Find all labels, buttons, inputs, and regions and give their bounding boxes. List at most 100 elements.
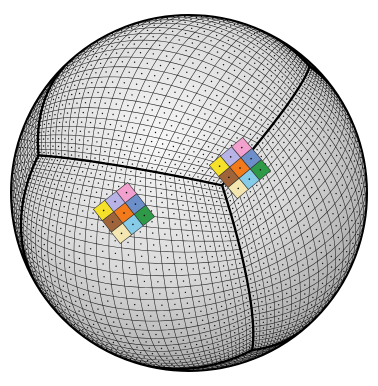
cell-center-dot <box>206 192 207 193</box>
cell-center-dot <box>341 120 342 121</box>
cell-center-dot <box>244 251 245 252</box>
cell-center-dot <box>38 230 39 231</box>
cell-center-dot <box>307 236 308 237</box>
cell-center-dot <box>182 128 183 129</box>
cell-center-dot <box>190 359 191 360</box>
cell-center-dot <box>158 361 159 362</box>
cell-center-dot <box>227 100 228 101</box>
cell-center-dot <box>336 107 337 108</box>
cell-center-dot <box>34 109 35 110</box>
cell-center-dot <box>211 81 212 82</box>
cell-center-dot <box>227 285 228 286</box>
cell-center-dot <box>293 333 294 334</box>
cell-center-dot <box>264 100 265 101</box>
cell-center-dot <box>68 187 69 188</box>
cell-center-dot <box>66 196 67 197</box>
cell-center-dot <box>192 330 193 331</box>
cell-center-dot <box>13 206 14 207</box>
cell-center-dot <box>141 73 142 74</box>
cell-center-dot <box>322 99 323 100</box>
cell-center-dot <box>217 149 218 150</box>
cell-center-dot <box>132 127 133 128</box>
cell-center-dot <box>129 137 130 138</box>
cell-center-dot <box>314 78 315 79</box>
cell-center-dot <box>79 330 80 331</box>
cell-center-dot <box>45 222 46 223</box>
cell-center-dot <box>286 182 287 183</box>
cell-center-dot <box>228 218 229 219</box>
cell-center-dot <box>263 263 264 264</box>
cell-center-dot <box>140 36 141 37</box>
cell-center-dot <box>39 104 40 105</box>
cell-center-dot <box>319 86 320 87</box>
cell-center-dot <box>331 97 332 98</box>
cell-center-dot <box>68 72 69 73</box>
cell-center-dot <box>173 213 174 214</box>
cell-center-dot <box>326 85 327 86</box>
cell-center-dot <box>244 56 245 57</box>
cell-center-dot <box>267 343 268 344</box>
cell-center-dot <box>173 68 174 69</box>
cell-center-dot <box>253 295 254 296</box>
cell-center-dot <box>287 53 288 54</box>
cell-center-dot <box>38 180 39 181</box>
cell-center-dot <box>191 322 192 323</box>
cell-center-dot <box>361 183 362 184</box>
cell-center-dot <box>63 206 64 207</box>
cell-center-dot <box>172 47 173 48</box>
cell-center-dot <box>207 289 208 290</box>
cell-center-dot <box>19 170 20 171</box>
cell-center-dot <box>274 87 275 88</box>
cell-center-dot <box>99 44 100 45</box>
cell-center-dot <box>185 50 186 51</box>
cell-center-dot <box>43 131 44 132</box>
cell-center-dot <box>282 227 283 228</box>
cell-center-dot <box>195 279 196 280</box>
cell-center-dot <box>339 259 340 260</box>
cell-center-dot <box>253 115 254 116</box>
cell-center-dot <box>121 169 122 170</box>
cell-center-dot <box>41 271 42 272</box>
cell-center-dot <box>220 365 221 366</box>
cell-center-dot <box>139 189 140 190</box>
cell-center-dot <box>266 49 267 50</box>
cell-center-dot <box>298 243 299 244</box>
cell-center-dot <box>180 361 181 362</box>
cell-center-dot <box>91 48 92 49</box>
cell-center-dot <box>12 190 13 191</box>
cell-center-dot <box>231 264 232 265</box>
cell-center-dot <box>46 159 47 160</box>
cell-center-dot <box>263 69 264 70</box>
cell-center-dot <box>330 145 331 146</box>
cell-center-dot <box>290 64 291 65</box>
cell-center-dot <box>311 103 312 104</box>
cell-center-dot <box>257 43 258 44</box>
cell-center-dot <box>102 263 103 264</box>
cell-center-dot <box>22 162 23 163</box>
cell-center-dot <box>314 98 315 99</box>
cell-center-dot <box>150 174 151 175</box>
cell-center-dot <box>356 153 357 154</box>
cell-center-dot <box>176 115 177 116</box>
cell-center-dot <box>261 301 262 302</box>
cell-center-dot <box>86 156 87 157</box>
cell-center-dot <box>202 170 203 171</box>
cell-center-dot <box>347 118 348 119</box>
cell-center-dot <box>206 341 207 342</box>
cell-center-dot <box>46 108 47 109</box>
cell-center-dot <box>155 132 156 133</box>
cell-center-dot <box>293 319 294 320</box>
cell-center-dot <box>356 211 357 212</box>
cell-center-dot <box>64 146 65 147</box>
cell-center-dot <box>274 55 275 56</box>
cell-center-dot <box>194 338 195 339</box>
cell-center-dot <box>69 231 70 232</box>
cell-center-dot <box>210 40 211 41</box>
cell-center-dot <box>265 272 266 273</box>
cell-center-dot <box>169 269 170 270</box>
cell-center-dot <box>225 186 226 187</box>
cell-center-dot <box>32 117 33 118</box>
cell-center-dot <box>22 183 23 184</box>
cell-center-dot <box>256 95 257 96</box>
cell-center-dot <box>321 209 322 210</box>
